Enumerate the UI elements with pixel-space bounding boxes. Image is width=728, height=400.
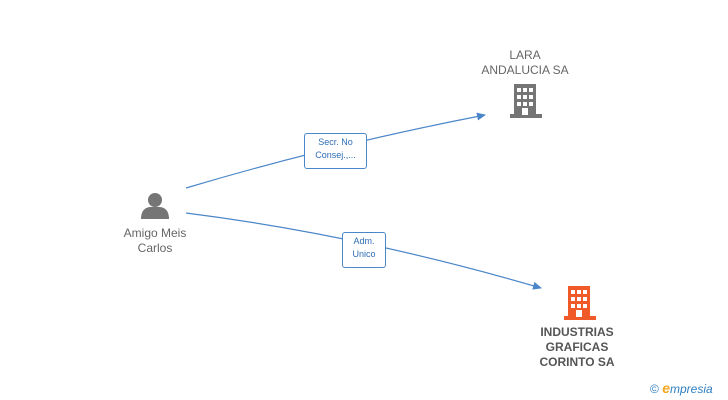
node-label-line: Amigo Meis	[123, 226, 187, 240]
node-label-line: LARA	[509, 48, 541, 62]
node-label-person[interactable]: Amigo Meis Carlos	[100, 226, 210, 256]
node-label-line: INDUSTRIAS	[540, 325, 614, 339]
edge-label-line: Adm.	[353, 236, 375, 246]
edge-label-line: Unico	[352, 249, 376, 259]
building-icon	[564, 286, 596, 320]
brand-watermark: © empresia	[650, 380, 713, 396]
copyright-symbol: ©	[650, 382, 659, 396]
edge-label-line: Secr. No	[318, 137, 353, 147]
node-label-line: ANDALUCIA SA	[481, 63, 569, 77]
edge-label-line: Consej.,...	[315, 150, 356, 160]
edge-label-adm[interactable]: Adm. Unico	[342, 232, 386, 268]
building-icon	[510, 84, 542, 118]
node-label-industrias[interactable]: INDUSTRIAS GRAFICAS CORINTO SA	[522, 325, 632, 370]
person-icon	[141, 193, 169, 219]
node-label-line: GRAFICAS	[545, 340, 609, 354]
node-label-lara[interactable]: LARA ANDALUCIA SA	[470, 48, 580, 78]
node-label-line: CORINTO SA	[539, 355, 615, 369]
edge-label-secr[interactable]: Secr. No Consej.,...	[304, 133, 367, 169]
brand-initial: e	[662, 380, 670, 396]
node-label-line: Carlos	[137, 241, 173, 255]
brand-name: mpresia	[669, 382, 713, 396]
